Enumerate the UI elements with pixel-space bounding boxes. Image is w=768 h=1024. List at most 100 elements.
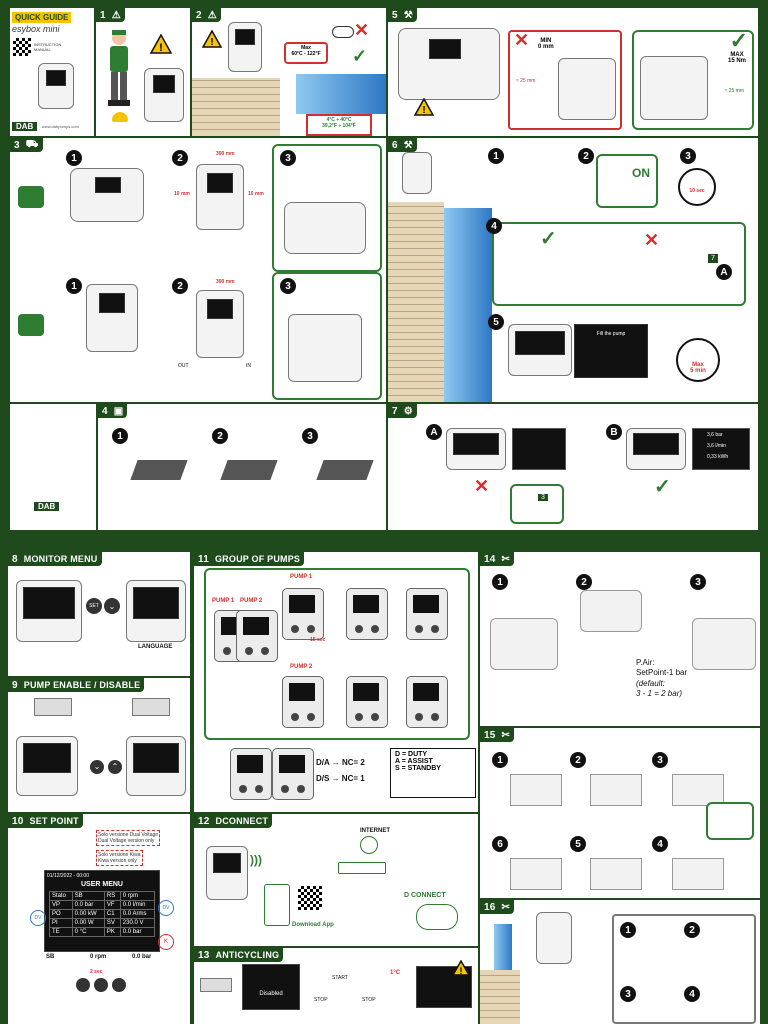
- panel-header: 4▣: [98, 404, 128, 418]
- pump-screen: [282, 588, 324, 640]
- ds-label: D/S → NC= 1: [316, 774, 365, 783]
- allowed-check-icon: ✓: [352, 46, 368, 66]
- panel-number: 15: [484, 729, 496, 741]
- pump-base: [672, 858, 724, 890]
- correct-icon: ✓: [729, 28, 748, 53]
- wrench-icon: ⚒: [403, 9, 413, 21]
- panel-number: 5: [392, 9, 398, 21]
- panel-header: 6⚒: [388, 138, 417, 152]
- footer-bar: 0.0 bar: [132, 954, 152, 960]
- pump-unit: [230, 748, 272, 800]
- panel-title: GROUP OF PUMPS: [214, 554, 301, 564]
- option-a: A: [426, 424, 442, 440]
- step-number: 5: [570, 836, 586, 852]
- horizontal-mount-icon: [18, 186, 44, 208]
- quick-guide-panel: QUICK GUIDE esybox mini INSTRUCTION MANU…: [10, 8, 94, 136]
- pump-group-box: PUMP 1 PUMP 2 PUMP 1 15 sec PUMP 2: [204, 568, 470, 740]
- step-number: 2: [578, 148, 594, 164]
- pump-unit: [236, 610, 278, 662]
- stop-label: STOP: [314, 997, 328, 1003]
- faucet-icon: [132, 698, 170, 716]
- max-temp-label: Max 60°C - 122°F: [284, 42, 328, 64]
- footer-rpm: 0 rpm: [90, 954, 107, 960]
- timer-10sec: 10 sec: [678, 168, 716, 206]
- product-vertical: [86, 284, 138, 352]
- faucet-icon: [200, 978, 232, 992]
- panel-number: 16: [484, 901, 496, 913]
- down-button[interactable]: ⌄: [104, 598, 120, 614]
- pressure-gauge: [580, 590, 642, 632]
- step-number: 2: [172, 150, 188, 166]
- pump1-label: PUMP 1: [212, 598, 235, 604]
- pump2-label: PUMP 2: [240, 598, 263, 604]
- panel-number: 7: [392, 405, 398, 417]
- panel-number: 6: [392, 139, 398, 151]
- step-number: 2: [684, 922, 700, 938]
- wrong-install-box: ✕ MIN 0 mm ≈ 25 mm: [508, 30, 622, 130]
- pump-screen: [346, 676, 388, 728]
- manual-note: INSTRUCTION MANUAL: [34, 42, 62, 52]
- step-3-box: 3: [272, 144, 382, 272]
- hardhat-icon: [112, 112, 128, 122]
- panel-2-environment: 2⚠ ! Max 60°C - 122°F ✕ ✓ 4°C ÷ 40°C 39,…: [192, 8, 386, 136]
- digit-3-box: 3: [510, 484, 564, 524]
- mode-button[interactable]: [76, 978, 90, 992]
- pump-base-1: [490, 618, 558, 670]
- power-on-label: ON: [632, 166, 650, 180]
- svg-text:!: !: [422, 105, 425, 116]
- warning-triangle-icon: !: [452, 960, 470, 976]
- worker-illustration: [108, 30, 130, 106]
- step-number: 1: [66, 278, 82, 294]
- panel-header: 15✂: [480, 728, 515, 742]
- set-button[interactable]: SET: [86, 598, 102, 614]
- pump-base: [590, 774, 642, 806]
- gear-icon: ⚙: [403, 405, 413, 417]
- pair-label: P.Air: SetPoint-1 bar (default: 3 - 1 = …: [636, 658, 688, 699]
- down-button[interactable]: ⌄: [90, 760, 104, 774]
- k-badge: K: [158, 934, 174, 950]
- down-button[interactable]: [112, 978, 126, 992]
- water-tank: [444, 208, 492, 402]
- panel-6-priming: 6⚒ 1 2 ON 3 10 sec 4 ✓ ✕ 7 A 5 Fill the …: [388, 138, 758, 402]
- wrong-icon: ✕: [644, 230, 660, 250]
- svg-text:!: !: [460, 966, 463, 976]
- sec2-label: 2 sec: [90, 969, 103, 975]
- kiwa-note: Solo versione Kiwa Kiwa version only: [96, 850, 143, 866]
- water-tank: [494, 924, 512, 970]
- step-number: 4: [652, 836, 668, 852]
- warning-icon: ⚠: [111, 9, 121, 21]
- brick-wall: [388, 202, 444, 402]
- da-label: D/A → NC= 2: [316, 758, 365, 767]
- step-3-box: 3: [272, 272, 382, 400]
- brick-wall: [480, 970, 520, 1024]
- max-label: MAX 15 Nm: [727, 52, 746, 64]
- wrong-icon: ✕: [474, 476, 490, 496]
- correct-icon: ✓: [654, 476, 671, 498]
- dim-right: 10 mm: [248, 191, 264, 197]
- download-app-label[interactable]: Download App: [292, 922, 334, 928]
- footer-sb: SB: [46, 954, 55, 960]
- step-number: 3: [302, 428, 318, 444]
- up-button[interactable]: ⌃: [108, 760, 122, 774]
- pump-screen: [406, 676, 448, 728]
- wifi-icon: ))): [250, 853, 262, 867]
- wrench-icon: ⚒: [403, 139, 413, 151]
- step-number: 1: [492, 574, 508, 590]
- box-icon: ▣: [113, 405, 124, 417]
- step-number: 1: [620, 922, 636, 938]
- website-link[interactable]: www.dabpumps.com: [42, 124, 79, 129]
- set-button[interactable]: [94, 978, 108, 992]
- valve-detail-box: [706, 802, 754, 840]
- panel-header: 5⚒: [388, 8, 417, 22]
